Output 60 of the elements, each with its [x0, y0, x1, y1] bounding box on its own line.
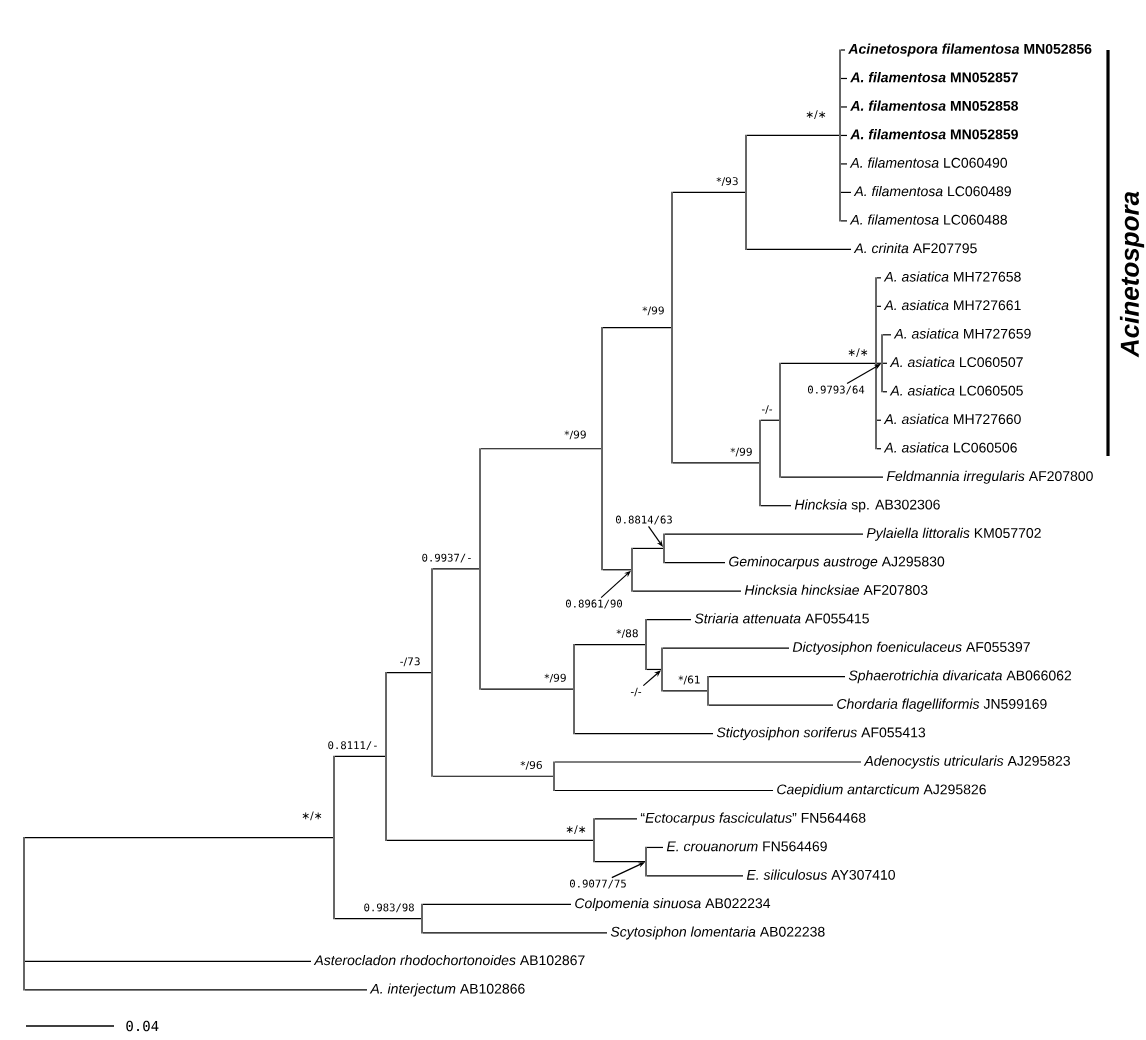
- branch: [334, 918, 422, 920]
- branch: [840, 220, 848, 222]
- branch: [664, 562, 726, 564]
- branch: [840, 49, 846, 51]
- branch: [840, 106, 848, 108]
- branch: [24, 960, 312, 962]
- branch: [708, 675, 846, 678]
- branch: [632, 547, 664, 549]
- branch: [746, 248, 852, 250]
- branch: [422, 903, 572, 905]
- branch: [760, 505, 792, 507]
- branch: [480, 688, 574, 690]
- branch: [876, 419, 882, 421]
- branch: [646, 875, 744, 877]
- branch: [876, 277, 882, 279]
- branch: [602, 569, 632, 571]
- branch: [432, 568, 480, 570]
- branch: [840, 191, 852, 193]
- branch: [746, 134, 840, 137]
- branch: [882, 362, 888, 364]
- branch: [480, 448, 602, 450]
- branch: [662, 690, 708, 692]
- branch: [646, 846, 664, 849]
- branch: [24, 989, 368, 991]
- branch: [780, 362, 876, 364]
- branch: [432, 775, 554, 777]
- branch: [876, 362, 882, 364]
- branch: [840, 77, 848, 80]
- branch: [554, 761, 862, 763]
- branch: [876, 448, 882, 450]
- branch: [882, 391, 888, 393]
- branch: [760, 419, 780, 421]
- branch: [876, 305, 882, 307]
- leader-arrow: [611, 862, 645, 879]
- branch: [646, 668, 662, 671]
- branch: [840, 163, 848, 165]
- branch: [632, 590, 742, 592]
- branch: [840, 134, 848, 137]
- branch: [594, 818, 638, 820]
- branch: [334, 755, 386, 758]
- clade-label: Acinetospora: [1119, 191, 1145, 358]
- branch: [386, 671, 432, 674]
- branch: [574, 643, 646, 646]
- branch: [664, 533, 864, 535]
- leader-arrow: [647, 525, 663, 547]
- branch: [662, 647, 790, 649]
- branch: [882, 334, 892, 336]
- branch: [24, 836, 334, 839]
- branch: [574, 732, 714, 735]
- branch: [602, 327, 672, 329]
- branch: [672, 462, 760, 464]
- leader-arrow: [642, 670, 661, 687]
- branch: [672, 191, 746, 193]
- branch: [708, 704, 834, 706]
- branch: [594, 861, 646, 863]
- branch: [646, 619, 692, 621]
- branch: [554, 789, 774, 792]
- branch: [780, 476, 884, 478]
- branch: [422, 932, 608, 934]
- branch: [386, 839, 594, 841]
